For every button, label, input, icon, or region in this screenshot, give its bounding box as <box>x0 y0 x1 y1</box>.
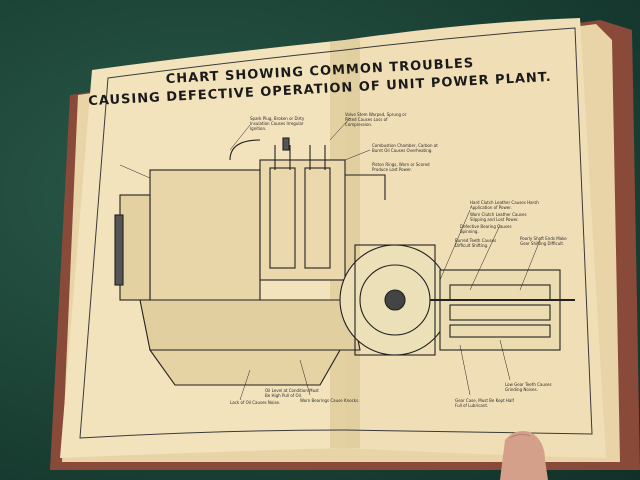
annotation-burred-teeth: Burred Teeth Causes Difficult Shifting. <box>455 238 497 248</box>
engine-diagram <box>114 117 575 401</box>
annotation-shaft-ends: Poorly Shaft Ends Make Gear Shifting Dif… <box>520 236 567 246</box>
annotation-bearings: Worn Bearings Cause Knocks. <box>300 398 360 403</box>
thumbnail-edge <box>509 433 531 439</box>
annotation-combustion: Combustion Chamber, Carbon at Burnt Oil … <box>372 143 438 153</box>
annotation-gear-case: Gear Case, Must Be Kept Half Full of Lub… <box>455 398 514 408</box>
annotation-lack-oil: Lack of Oil Causes Noise. <box>230 400 281 405</box>
annotation-valve-stem: Valve Stem Warped, Sprung or Pitted Caus… <box>345 112 407 127</box>
annotation-spark-plug: Spark Plug, Broken or Dirty Insulation C… <box>250 116 305 131</box>
annotation-bearing: Defective Bearing Causes Spinning. <box>460 224 512 234</box>
annotation-worn-clutch: Worn Clutch Leather Causes Slipping and … <box>470 212 527 222</box>
annotation-hard-clutch: Hard Clutch Leather Causes Harsh Applica… <box>470 200 539 210</box>
page-border <box>79 27 593 439</box>
thumb <box>500 431 548 480</box>
annotation-low-gear: Low Gear Teeth Causes Grinding Noises. <box>505 382 552 392</box>
annotation-oil-level: Oil Level at Condition Must Be High Pull… <box>265 388 319 398</box>
annotation-piston-rings: Piston Rings, Worn or Scored Produce Los… <box>372 162 430 172</box>
